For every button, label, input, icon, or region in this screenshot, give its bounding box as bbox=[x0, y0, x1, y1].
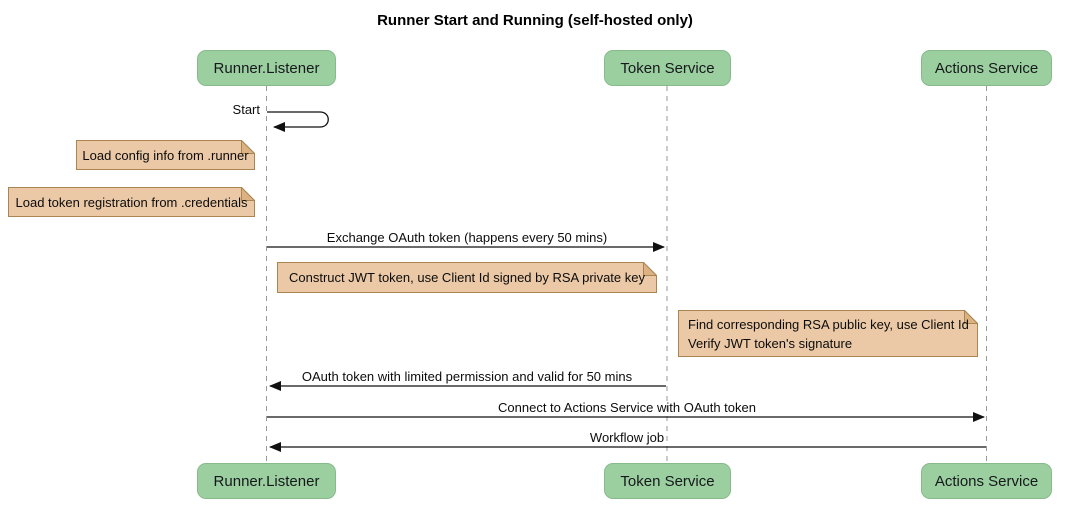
participant-label: Runner.Listener bbox=[213, 59, 320, 77]
note-shape bbox=[8, 187, 255, 217]
participant-label: Token Service bbox=[620, 59, 715, 77]
note-text: Load config info from .runner bbox=[82, 147, 249, 163]
note-line: Find corresponding RSA public key, use C… bbox=[688, 316, 969, 332]
message-label-oauth-token-back: OAuth token with limited permission and … bbox=[301, 369, 633, 384]
note-load-token-registration: Load token registration from .credential… bbox=[8, 187, 255, 217]
participant-label: Token Service bbox=[620, 472, 715, 490]
note-construct-jwt: Construct JWT token, use Client Id signe… bbox=[277, 262, 657, 293]
note-line: Verify JWT token's signature bbox=[688, 335, 853, 351]
message-label-start: Start bbox=[232, 102, 260, 117]
message-label-workflow-job: Workflow job bbox=[589, 430, 665, 445]
note-load-config: Load config info from .runner bbox=[76, 140, 255, 170]
note-shape bbox=[277, 262, 657, 293]
participant-runner-listener-top: Runner.Listener bbox=[197, 50, 336, 86]
note-text: Find corresponding RSA public key, use C… bbox=[678, 310, 978, 357]
participant-label: Runner.Listener bbox=[213, 472, 320, 490]
participant-actions-service-bottom: Actions Service bbox=[921, 463, 1052, 499]
note-shape bbox=[678, 310, 978, 357]
participant-label: Actions Service bbox=[934, 472, 1039, 490]
note-text: Construct JWT token, use Client Id signe… bbox=[289, 270, 645, 285]
message-label-exchange-oauth-token: Exchange OAuth token (happens every 50 m… bbox=[326, 230, 608, 245]
participant-token-service-top: Token Service bbox=[604, 50, 731, 86]
note-shape bbox=[76, 140, 255, 170]
participant-actions-service-top: Actions Service bbox=[921, 50, 1052, 86]
note-text: Load token registration from .credential… bbox=[15, 194, 248, 210]
message-label-connect-actions-service: Connect to Actions Service with OAuth to… bbox=[498, 400, 756, 415]
note-verify-jwt: Find corresponding RSA public key, use C… bbox=[678, 310, 978, 357]
diagram-title: Runner Start and Running (self-hosted on… bbox=[377, 12, 693, 29]
participant-runner-listener-bottom: Runner.Listener bbox=[197, 463, 336, 499]
participant-label: Actions Service bbox=[934, 59, 1039, 77]
participant-token-service-bottom: Token Service bbox=[604, 463, 731, 499]
arrow-start-self-loop bbox=[267, 111, 329, 132]
